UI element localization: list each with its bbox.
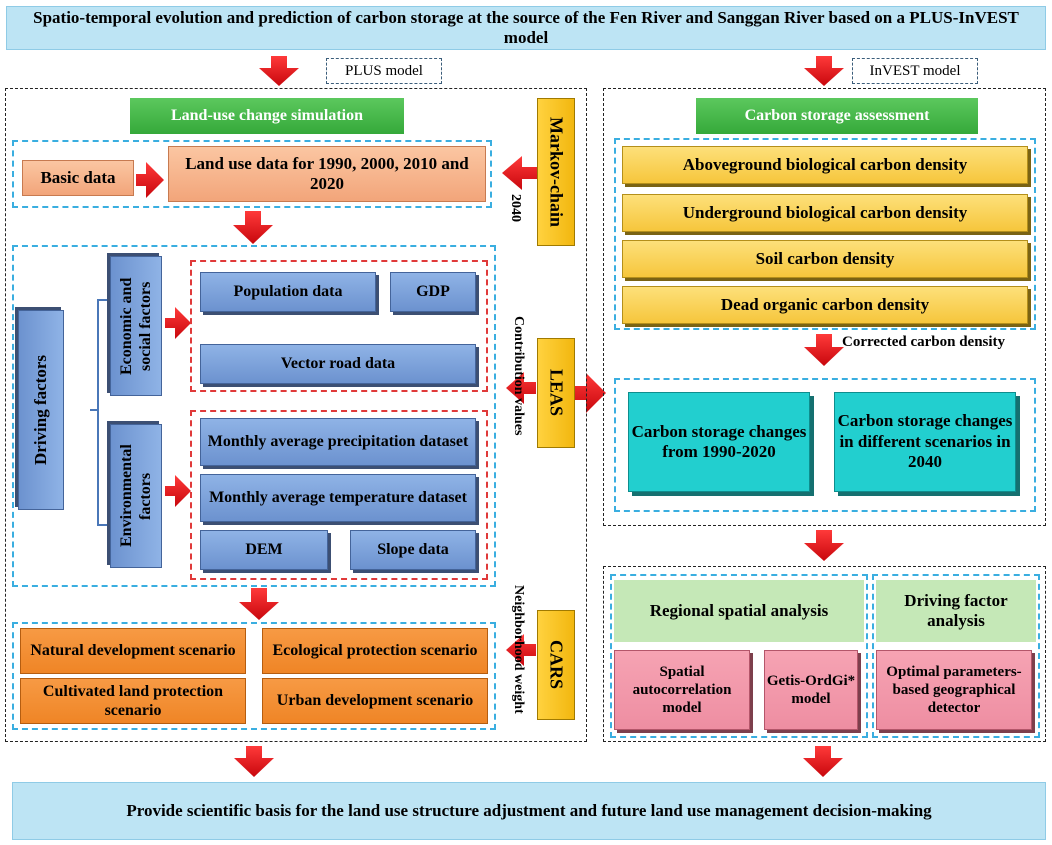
aboveground-carbon-density-box: Aboveground biological carbon density — [622, 146, 1028, 184]
regional-spatial-analysis-group — [610, 574, 868, 738]
driving-factor-analysis-group — [872, 574, 1040, 738]
dem-box: DEM — [200, 530, 328, 570]
spatial-autocorrelation-box: Spatial autocorrelation model — [614, 650, 750, 730]
arrow-left-leas — [506, 372, 536, 404]
land-use-data-group — [12, 140, 492, 208]
arrow-down-footer-left — [234, 746, 274, 777]
carbon-changes-2040-box: Carbon storage changes in different scen… — [834, 392, 1016, 492]
arrow-down-landuse — [233, 211, 273, 244]
getis-ordgi-box: Getis-OrdGi* model — [764, 650, 858, 730]
dead-organic-carbon-density-box: Dead organic carbon density — [622, 286, 1028, 324]
scenario-ecological-protection: Ecological protection scenario — [262, 628, 488, 674]
scenarios-group — [12, 622, 496, 730]
carbon-storage-changes-group — [614, 378, 1036, 512]
scenario-urban-development: Urban development scenario — [262, 678, 488, 724]
driving-factor-analysis-header: Driving factor analysis — [876, 580, 1036, 642]
population-data-box: Population data — [200, 272, 376, 312]
slope-data-box: Slope data — [350, 530, 476, 570]
diagram-title: Spatio-temporal evolution and prediction… — [6, 6, 1046, 50]
land-use-data-box: Land use data for 1990, 2000, 2010 and 2… — [168, 146, 486, 202]
corrected-carbon-density-label: Corrected carbon density — [842, 334, 1006, 350]
arrow-down-corrected — [804, 334, 844, 366]
soil-carbon-density-box: Soil carbon density — [622, 240, 1028, 278]
driving-factors-group — [12, 245, 496, 587]
environmental-factors-box: Environmental factors — [110, 424, 162, 568]
carbon-density-group — [614, 138, 1036, 330]
arrow-right-environmental — [165, 475, 191, 507]
arrow-down-plus-top — [259, 56, 299, 86]
invest-model-tag: InVEST model — [852, 58, 978, 84]
land-use-simulation-header: Land-use change simulation — [130, 98, 404, 134]
driving-factors-box: Driving factors — [18, 310, 64, 510]
conclusion-footer: Provide scientific basis for the land us… — [12, 782, 1046, 840]
markov-chain-box: Markov-chain — [537, 98, 575, 246]
arrow-left-cars — [506, 634, 536, 666]
leas-box: LEAS — [537, 338, 575, 448]
basic-data-box: Basic data — [22, 160, 134, 196]
driving-factors-bracket — [90, 299, 108, 526]
precipitation-dataset-box: Monthly average precipitation dataset — [200, 418, 476, 466]
environmental-factors-group — [190, 410, 488, 580]
plus-model-panel — [5, 88, 587, 742]
arrow-down-analysis — [804, 530, 844, 561]
arrow-down-scenarios — [239, 588, 279, 620]
temperature-dataset-box: Monthly average temperature dataset — [200, 474, 476, 522]
scenario-natural-development: Natural development scenario — [20, 628, 246, 674]
economic-social-factors-box: Economic and social factors — [110, 256, 162, 396]
arrow-right-basic — [136, 162, 164, 198]
economic-factors-group — [190, 260, 488, 392]
geographical-detector-box: Optimal parameters-based geographical de… — [876, 650, 1032, 730]
plus-model-tag: PLUS model — [326, 58, 442, 84]
carbon-assessment-header: Carbon storage assessment — [696, 98, 978, 134]
arrow-down-invest-top — [804, 56, 844, 86]
scenario-cultivated-land-protection: Cultivated land protection scenario — [20, 678, 246, 724]
arrow-down-footer-right — [803, 746, 843, 777]
gdp-box: GDP — [390, 272, 476, 312]
analysis-panel — [603, 566, 1046, 742]
regional-spatial-analysis-header: Regional spatial analysis — [614, 580, 864, 642]
arrow-left-markov — [502, 156, 537, 190]
carbon-changes-1990-2020-box: Carbon storage changes from 1990-2020 — [628, 392, 810, 492]
invest-model-panel — [603, 88, 1046, 526]
contribution-values-label: Contribution values — [511, 316, 527, 436]
underground-carbon-density-box: Underground biological carbon density — [622, 194, 1028, 232]
neighborhood-weight-label: Neighborhood weight — [511, 584, 527, 714]
markov-year-label: 2040 — [508, 194, 524, 222]
arrow-right-leas — [572, 373, 606, 413]
vector-road-data-box: Vector road data — [200, 344, 476, 384]
cars-box: CARS — [537, 610, 575, 720]
arrow-right-economic — [165, 307, 191, 339]
